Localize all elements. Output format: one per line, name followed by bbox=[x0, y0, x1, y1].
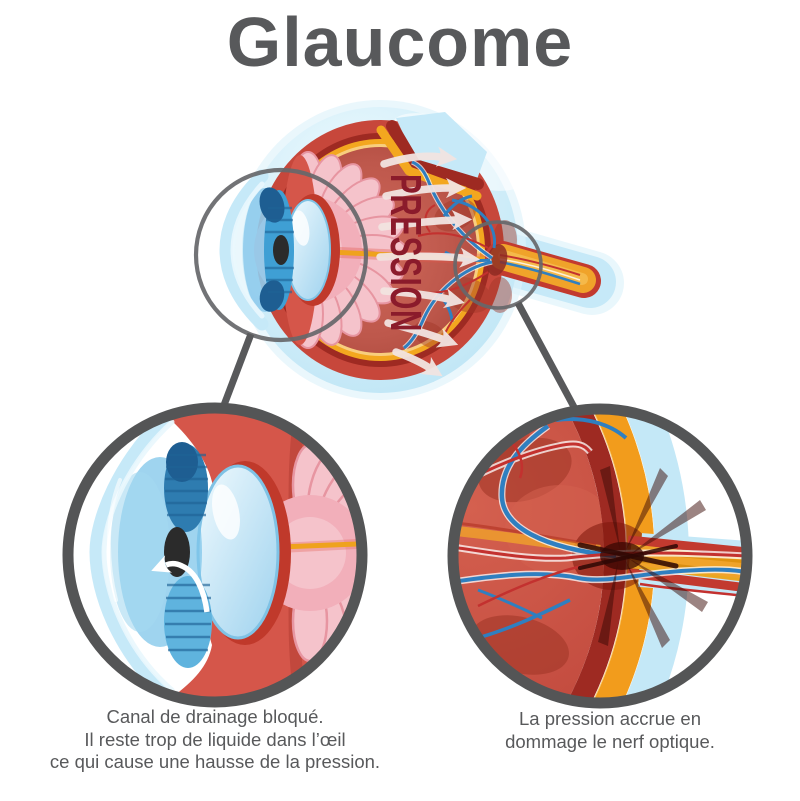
caption-nerve-damage: La pression accrue en dommage le nerf op… bbox=[460, 708, 760, 753]
magnifier-overlays bbox=[193, 167, 578, 415]
iris bbox=[259, 187, 294, 312]
detail-cornea bbox=[89, 413, 175, 697]
caption-line: Il reste trop de liquide dans l’œil bbox=[84, 728, 346, 750]
anterior-segment bbox=[219, 155, 340, 345]
optic-nerve bbox=[485, 241, 601, 298]
caption-line: La pression accrue en bbox=[518, 708, 702, 729]
optic-disc bbox=[486, 244, 508, 276]
pressure-label: PRESSION bbox=[381, 174, 430, 332]
connector-line-right bbox=[514, 301, 578, 409]
caption-blocked-drainage: Canal de drainage bloqué. Il reste trop … bbox=[15, 706, 415, 774]
detail-blocked-drainage bbox=[62, 402, 368, 708]
detail-optic-nerve-damage bbox=[447, 403, 753, 709]
lens-highlight bbox=[292, 210, 310, 246]
caption-line: Canal de drainage bloqué. bbox=[106, 706, 324, 727]
connector-line-left bbox=[217, 332, 255, 415]
page-title: Glaucome bbox=[226, 3, 574, 81]
magnifier-circle-right bbox=[453, 220, 543, 310]
detail-optic-nerve bbox=[627, 533, 742, 595]
detail-ring-left bbox=[62, 402, 368, 708]
pupil bbox=[273, 235, 289, 265]
nerve-compression-damage bbox=[577, 466, 708, 648]
caption-line: ce qui cause une hausse de la pression. bbox=[49, 751, 381, 772]
detail-lens-highlight bbox=[212, 484, 240, 540]
caption-line: dommage le nerf optique. bbox=[505, 730, 715, 752]
magnifier-circle-left bbox=[193, 167, 369, 343]
cornea bbox=[219, 169, 269, 331]
detail-iris bbox=[164, 442, 212, 668]
detail-ring-right bbox=[447, 403, 753, 709]
fluid-flow-arrow bbox=[151, 555, 210, 613]
